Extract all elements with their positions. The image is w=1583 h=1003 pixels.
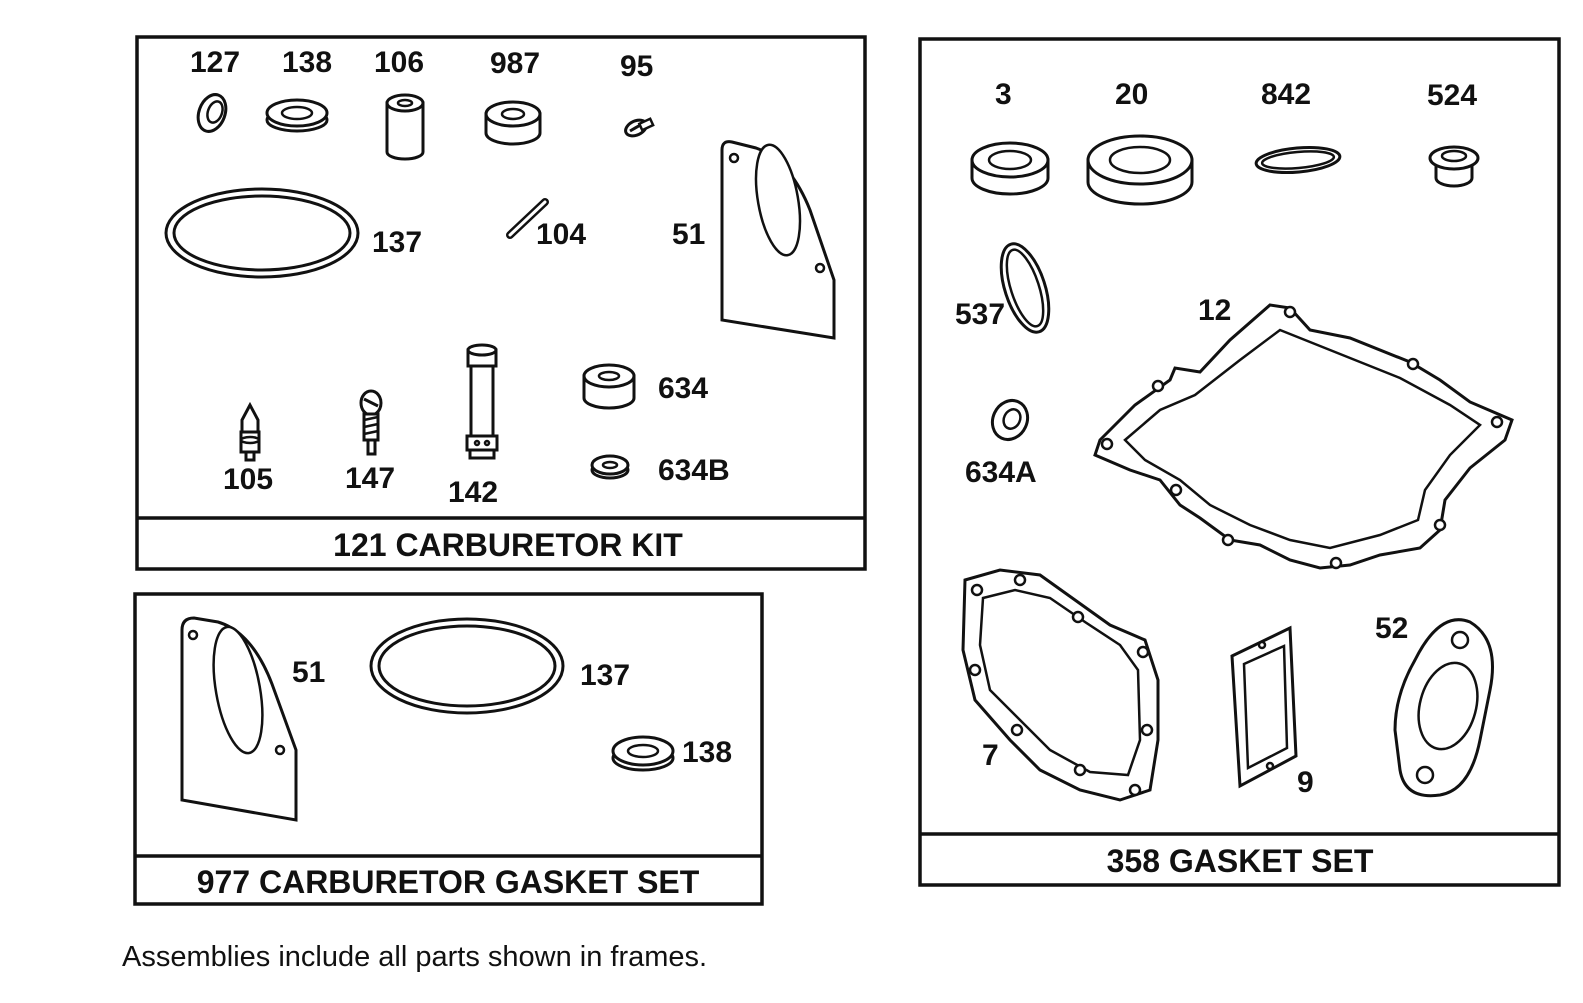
- part-label: 9: [1297, 766, 1314, 799]
- part-842-o-ring-icon: [1254, 145, 1342, 175]
- part-137-o-ring-icon: [369, 617, 565, 715]
- part-label: 104: [536, 218, 586, 251]
- part-label: 137: [580, 659, 630, 692]
- part-label: 634: [658, 372, 708, 405]
- part-142-tube-icon: [465, 343, 499, 460]
- part-51-gasket-plate-icon: [720, 140, 836, 340]
- part-634-spacer-icon: [582, 363, 636, 410]
- part-12-crankcase-gasket-icon: [1093, 303, 1514, 570]
- part-634b-washer-icon: [590, 454, 630, 480]
- part-label: 105: [223, 463, 273, 496]
- part-label: 537: [955, 298, 1005, 331]
- part-label: 3: [995, 78, 1012, 111]
- carburetor-gasket-set-title: 977 CARBURETOR GASKET SET: [197, 864, 700, 900]
- part-95-screw-icon: [624, 117, 655, 138]
- part-20-oil-seal-icon: [1086, 134, 1194, 206]
- part-104-pin-icon: [506, 198, 549, 239]
- part-label: 51: [292, 656, 325, 689]
- part-524-grommet-icon: [1428, 145, 1480, 188]
- part-label: 147: [345, 462, 395, 495]
- part-537-o-ring-icon: [999, 242, 1051, 334]
- part-label: 142: [448, 476, 498, 509]
- carburetor-gasket-set-frame: 977 CARBURETOR GASKET SET 51 137 138: [133, 592, 764, 906]
- part-label: 52: [1375, 612, 1408, 645]
- part-label: 20: [1115, 78, 1148, 111]
- part-label: 12: [1198, 294, 1231, 327]
- part-label: 634A: [965, 456, 1037, 489]
- part-987-spacer-icon: [484, 100, 542, 146]
- part-138-seal-icon: [611, 735, 675, 772]
- part-label: 127: [190, 46, 240, 79]
- part-127-washer-icon: [196, 93, 228, 133]
- part-label: 987: [490, 47, 540, 80]
- part-3-oil-seal-icon: [970, 141, 1050, 196]
- footnote: Assemblies include all parts shown in fr…: [122, 941, 707, 973]
- part-label: 842: [1261, 78, 1311, 111]
- part-137-o-ring-icon: [164, 187, 360, 279]
- part-label: 7: [982, 739, 999, 772]
- part-51-gasket-plate-icon: [180, 616, 298, 822]
- part-52-intake-gasket-icon: [1393, 618, 1494, 798]
- part-7-head-gasket-icon: [961, 568, 1160, 802]
- part-105-needle-valve-icon: [239, 401, 261, 462]
- part-106-bushing-icon: [385, 93, 425, 161]
- part-label: 51: [672, 218, 705, 251]
- part-147-screw-icon: [359, 389, 383, 456]
- part-label: 138: [682, 736, 732, 769]
- carburetor-kit-title: 121 CARBURETOR KIT: [333, 527, 683, 563]
- part-634a-washer-icon: [990, 399, 1030, 441]
- gasket-set-frame: 358 GASKET SET 3 20 842 524: [918, 37, 1561, 887]
- part-9-breather-gasket-icon: [1230, 625, 1298, 789]
- part-label: 106: [374, 46, 424, 79]
- part-label: 95: [620, 50, 653, 83]
- carburetor-kit-frame: 121 CARBURETOR KIT 127 138 106 987: [135, 35, 867, 571]
- part-label: 524: [1427, 79, 1477, 112]
- part-label: 138: [282, 46, 332, 79]
- gasket-set-title: 358 GASKET SET: [1107, 843, 1374, 879]
- part-138-seal-icon: [265, 98, 329, 133]
- part-label: 137: [372, 226, 422, 259]
- part-label: 634B: [658, 454, 730, 487]
